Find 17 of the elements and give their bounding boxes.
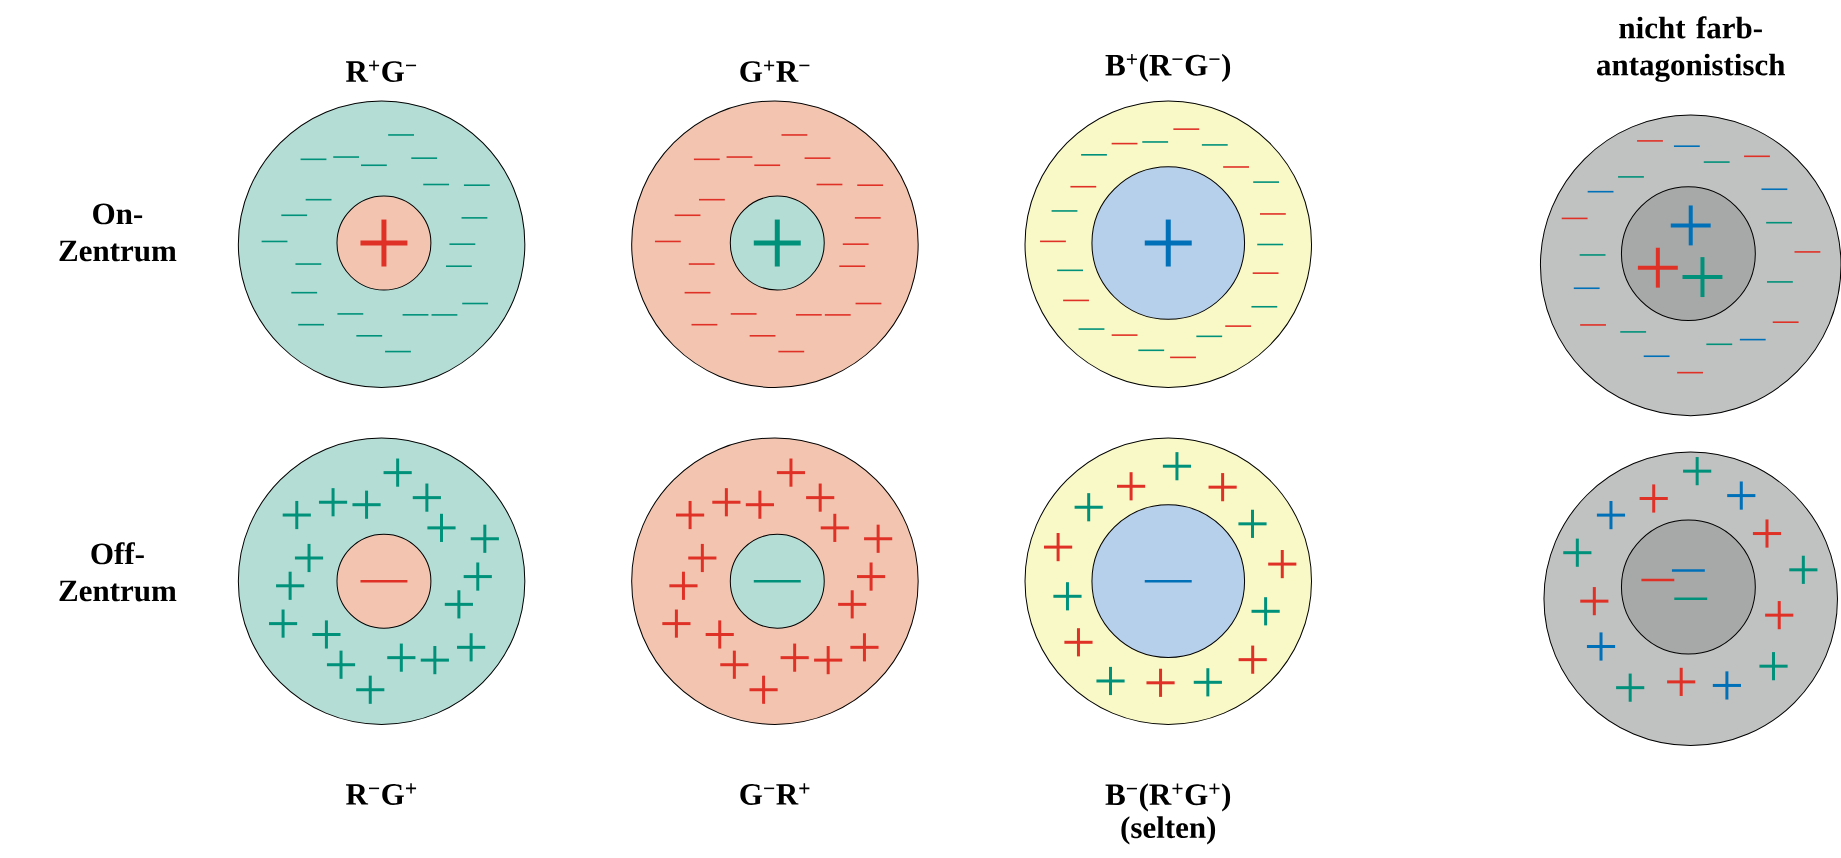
receptive-field-circle: [1091, 504, 1246, 658]
column-label: R$^{−}$G$^{+}$: [346, 783, 417, 805]
column-heading: G$^{+}$R$^{−}$: [740, 60, 810, 82]
receptive-field-circle: [729, 533, 825, 629]
column-heading: nicht farb-antagonistisch: [1597, 16, 1785, 82]
receptive-field-circle: [336, 195, 432, 291]
column-label: G$^{−}$R$^{+}$: [740, 783, 810, 805]
row-label: On-Zentrum: [59, 203, 177, 262]
receptive-field-circle: [1620, 519, 1756, 655]
receptive-field-circle: [1091, 166, 1246, 320]
receptive-field-circle: [729, 195, 825, 291]
column-heading: B$^{+}$(R$^{−}$G$^{−}$): [1105, 53, 1231, 82]
row-label: Off-Zentrum: [59, 542, 177, 602]
column-label: B$^{−}$(R$^{+}$G$^{+}$) (selten): [1105, 783, 1231, 845]
column-heading: R$^{+}$G$^{−}$: [346, 60, 417, 82]
receptive-field-circle: [1620, 186, 1756, 322]
receptive-field-circle: [336, 533, 432, 629]
